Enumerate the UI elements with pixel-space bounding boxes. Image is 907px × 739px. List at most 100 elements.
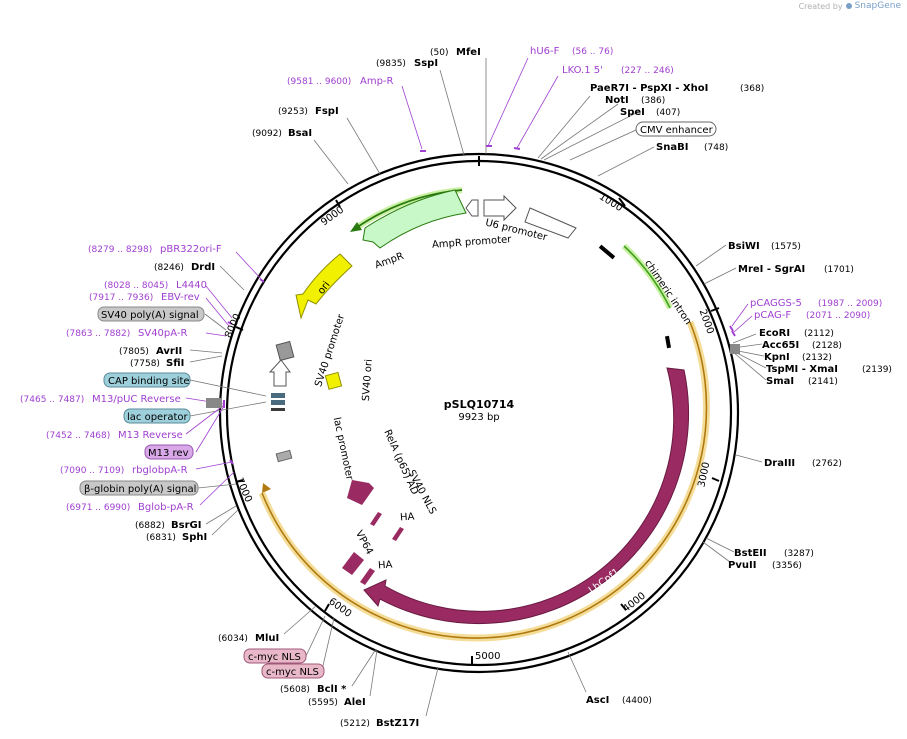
leader-bsteii [705,537,735,553]
enzyme-bsteii-pos: (3287) [784,549,814,559]
enzyme-fspi-pos: (9253) [278,107,308,117]
enzyme-labels: (50) MfeI (9835) SspI (9253) FspI (9092)… [119,47,892,729]
m13-marker [271,408,285,411]
enzyme-drdi-pos: (8246) [154,263,184,273]
primer-leader-bglob [199,471,235,506]
enzyme-smai-pos: (2141) [808,377,838,387]
leader-sfii [189,355,223,363]
tick-7000 [235,479,244,483]
primer-l4440: L4440 [176,280,207,291]
enzyme-xhoi: PaeR7I - PspXI - XhoI [590,83,708,94]
primer-pbr322: pBR322ori-F [160,244,222,255]
enzyme-bcli: BclI * [317,684,347,695]
enzyme-mfei-pos: (50) [430,48,448,58]
primer-bglob-range: (6971 .. 6990) [66,503,130,513]
leader-spei [543,111,639,161]
tick-8000 [235,326,244,331]
leader-drdi [219,265,245,291]
enzyme-pvuii-pos: (3356) [772,561,802,571]
primer-m13rev-range: (7452 .. 7468) [46,431,110,441]
cag-promoter-arc [261,321,708,639]
tick-1000 [618,197,626,207]
primer-leader-ebv [205,297,230,327]
primer-pcaggs5: pCAGGS-5 [750,298,802,309]
primer-m13puc-range: (7465 .. 7487) [20,395,84,405]
ampr-outer-arrowhead [350,222,362,232]
primer-hu6f: hU6-F [530,46,560,57]
m13-rev-label-box [144,444,194,460]
leader-sphi [211,509,239,536]
primer-leader-hu6f [487,57,529,147]
enzyme-alei: AleI [344,697,366,708]
beta-globin-label-box [79,480,199,496]
primer-pcaggs5-range: (1987 .. 2009) [818,299,882,309]
enzyme-ecori: EcoRI [759,328,790,339]
enzyme-bsai-pos: (9092) [252,129,282,139]
primer-ebv: EBV-rev [161,292,200,303]
primer-marks [223,145,736,465]
tick-marks [235,156,720,664]
enzyme-ecori-pos: (2112) [804,329,834,339]
enzyme-pvuii: PvuII [728,560,756,571]
enzyme-fspi: FspI [315,106,339,117]
tick-label-8000: 8000 [223,312,243,340]
leader-snabi [597,146,655,177]
watermark-prefix: Created by [798,1,843,11]
feature-bar-top-right [598,244,616,260]
leader-mlui [283,605,317,635]
enzyme-kpni: KpnI [764,352,790,363]
leader-lines [189,58,767,717]
primer-leader-rbglob [195,461,233,470]
ha-label-2: HA [378,560,393,572]
leader-bcli [351,648,377,687]
primer-sv40pa-range: (7863 .. 7882) [66,329,130,339]
primer-leader-pcaggs5 [731,303,749,327]
rela-arrow [347,480,374,505]
enzyme-snabi-pos: (748) [704,143,728,153]
lac-operator-label: lac operator [127,412,188,423]
enzyme-noti-pos: (386) [641,96,665,106]
enzyme-asci: AscI [586,695,609,706]
primer-lko1: LKO.1 5' [562,65,603,76]
leader-bstz17i [425,667,439,717]
sv40-ori-label: SV40 ori [361,359,375,402]
vp64-arrow [342,552,364,575]
tick-4000 [620,603,627,611]
primer-mark-pcagf [731,330,736,337]
plasmid-size: 9923 bp [458,412,499,423]
primer-lko1-range: (227 .. 246) [621,66,674,76]
primer-m13rev: M13 Reverse [118,430,183,441]
primer-leader-pbr322 [235,251,263,281]
primer-mark-l4440 [227,321,233,325]
cap-binding-label-box [103,372,191,388]
cap-site-marker [271,393,285,398]
primer-leader-pcagf [733,315,753,333]
leader-noti [540,103,619,160]
enzyme-bsiwi: BsiWI [728,241,760,252]
cmv-enhancer-label-box [635,121,717,137]
primer-pbr322-range: (8279 .. 8298) [88,245,152,255]
leader-bsrgi [205,505,237,525]
primer-leader-ampr [401,85,423,150]
leader-smai [732,351,767,381]
enzyme-acc65i: Acc65I [762,340,799,351]
tick-label-2000: 2000 [697,308,716,336]
primer-rbglob-range: (7090 .. 7109) [60,466,124,476]
leader-draiii [735,454,763,463]
leader-sspi [439,69,465,156]
primer-mark-lko1 [513,147,521,150]
leader-avrii [189,349,223,354]
ampr-promoter-arrow [465,199,479,217]
sv40-polya-label-box [97,306,205,322]
tick-label-3000: 3000 [696,461,712,488]
primer-ampr-range: (9581 .. 9600) [287,77,351,87]
enzyme-bsteii: BstEII [734,548,767,559]
primer-sv40pa: SV40pA-R [138,328,187,339]
primer-mark-rbglob [229,459,234,465]
enzyme-spei-pos: (407) [656,108,680,118]
leader-bsiwi [695,244,727,267]
leader-bsai [313,139,349,185]
enzyme-tspmi-pos: (2139) [862,365,892,375]
enzyme-mrei: MreI - SgrAI [738,264,805,275]
